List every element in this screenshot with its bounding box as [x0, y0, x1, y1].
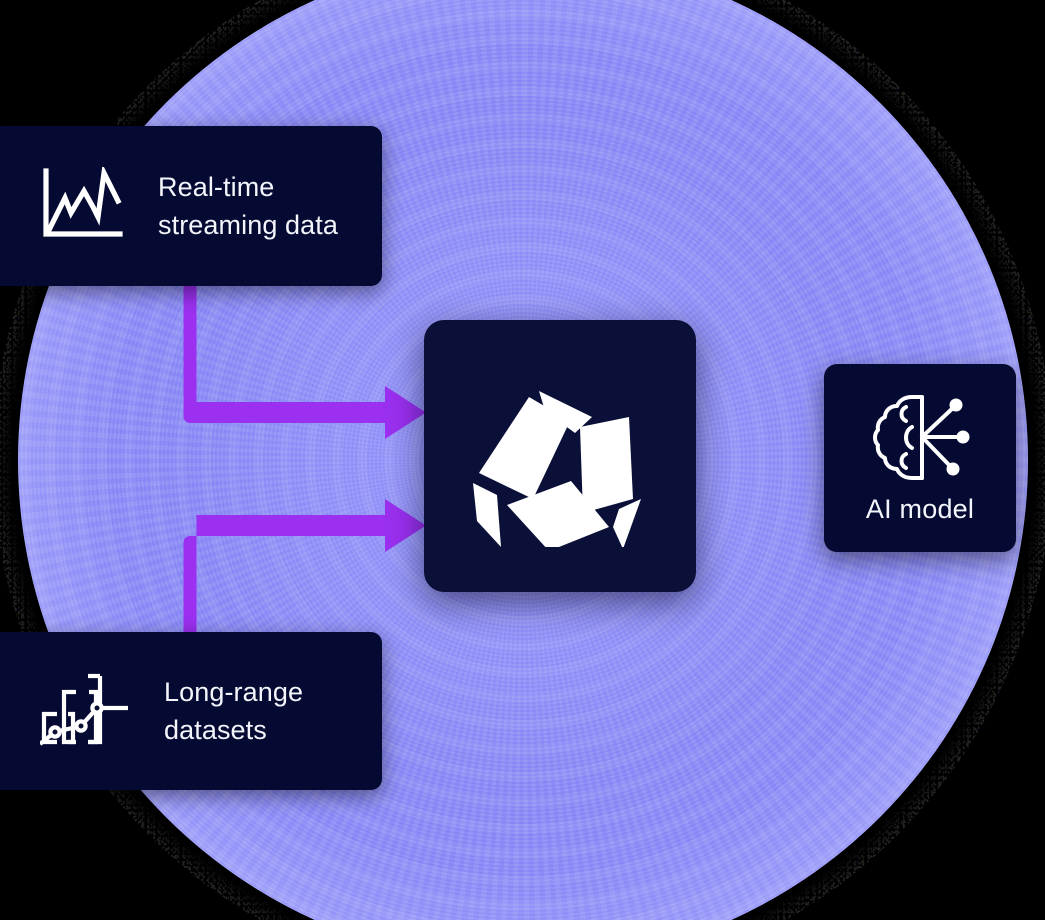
influxdb-polyhedron-logo	[467, 361, 653, 552]
card-label-long-range: Long-range datasets	[164, 676, 304, 745]
dataset-range-chart-icon	[38, 669, 130, 754]
card-real-time-streaming-data[interactable]: Real-time streaming data	[0, 126, 382, 286]
card-label-ai-model: AI model	[865, 494, 975, 524]
arrow-longrange-to-center	[183, 499, 426, 632]
card-long-range-datasets[interactable]: Long-range datasets	[0, 632, 382, 790]
card-ai-model[interactable]: AI model	[824, 364, 1016, 552]
line-chart-icon	[40, 163, 124, 246]
arrow-realtime-to-center	[183, 286, 426, 439]
brain-network-icon	[866, 391, 974, 488]
card-label-real-time: Real-time streaming data	[158, 171, 338, 240]
card-center-influxdb[interactable]	[424, 320, 696, 592]
